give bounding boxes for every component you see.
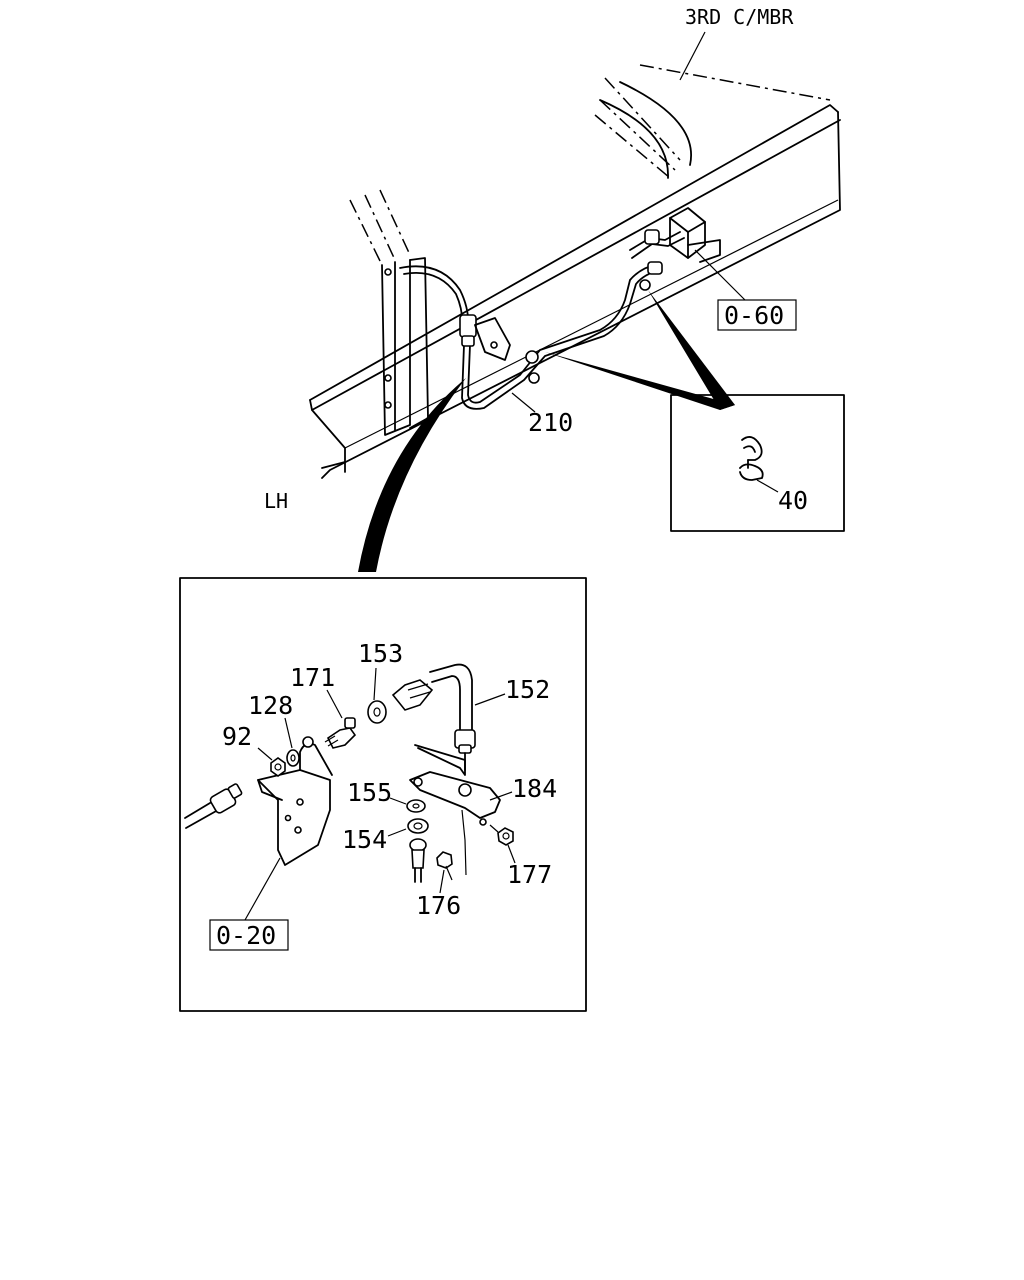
pointer-to-main-detail (358, 378, 466, 572)
callout-171: 171 (290, 663, 335, 692)
frame-rail (309, 104, 841, 479)
pointer-to-clip-detail-2 (648, 290, 735, 410)
callout-40: 40 (778, 486, 808, 515)
bracket-184 (409, 744, 501, 826)
washer-128 (286, 749, 300, 767)
washer-155 (406, 799, 426, 813)
clip-40 (739, 436, 764, 481)
lower-fitting (409, 838, 427, 883)
nut-154 (407, 818, 429, 834)
brake-hose-210 (399, 229, 685, 410)
rail-bracket-small (474, 317, 511, 361)
hose-152 (391, 663, 476, 771)
ref-box-0-60 (717, 299, 797, 331)
callout-92: 92 (222, 722, 252, 751)
callout-154: 154 (342, 825, 387, 854)
callout-184: 184 (512, 774, 557, 803)
callout-176: 176 (416, 891, 461, 920)
nut-92 (270, 757, 286, 777)
callout-210: 210 (528, 408, 573, 437)
mounting-bracket-0-20 (257, 736, 333, 866)
third-crossmember (594, 64, 831, 179)
main-detail-panel (179, 577, 587, 1012)
nut-177 (497, 827, 514, 846)
ref-box-0-20 (209, 919, 289, 951)
side-label-lh: LH (264, 489, 288, 513)
clip-detail-panel (670, 394, 845, 532)
bolt-176 (436, 851, 453, 881)
vertical-bracket-post (349, 189, 429, 436)
brake-line-left (184, 783, 243, 829)
junction-block (669, 207, 721, 263)
callout-177: 177 (507, 860, 552, 889)
callout-128: 128 (248, 691, 293, 720)
ref-label-0-60: 0-60 (724, 301, 784, 330)
callout-155: 155 (347, 778, 392, 807)
ref-label-0-20: 0-20 (216, 921, 276, 950)
callout-152: 152 (505, 675, 550, 704)
washer-153 (367, 700, 387, 724)
callout-153: 153 (358, 639, 403, 668)
connector-171 (324, 717, 357, 749)
crossmember-label: 3RD C/MBR (685, 5, 794, 29)
